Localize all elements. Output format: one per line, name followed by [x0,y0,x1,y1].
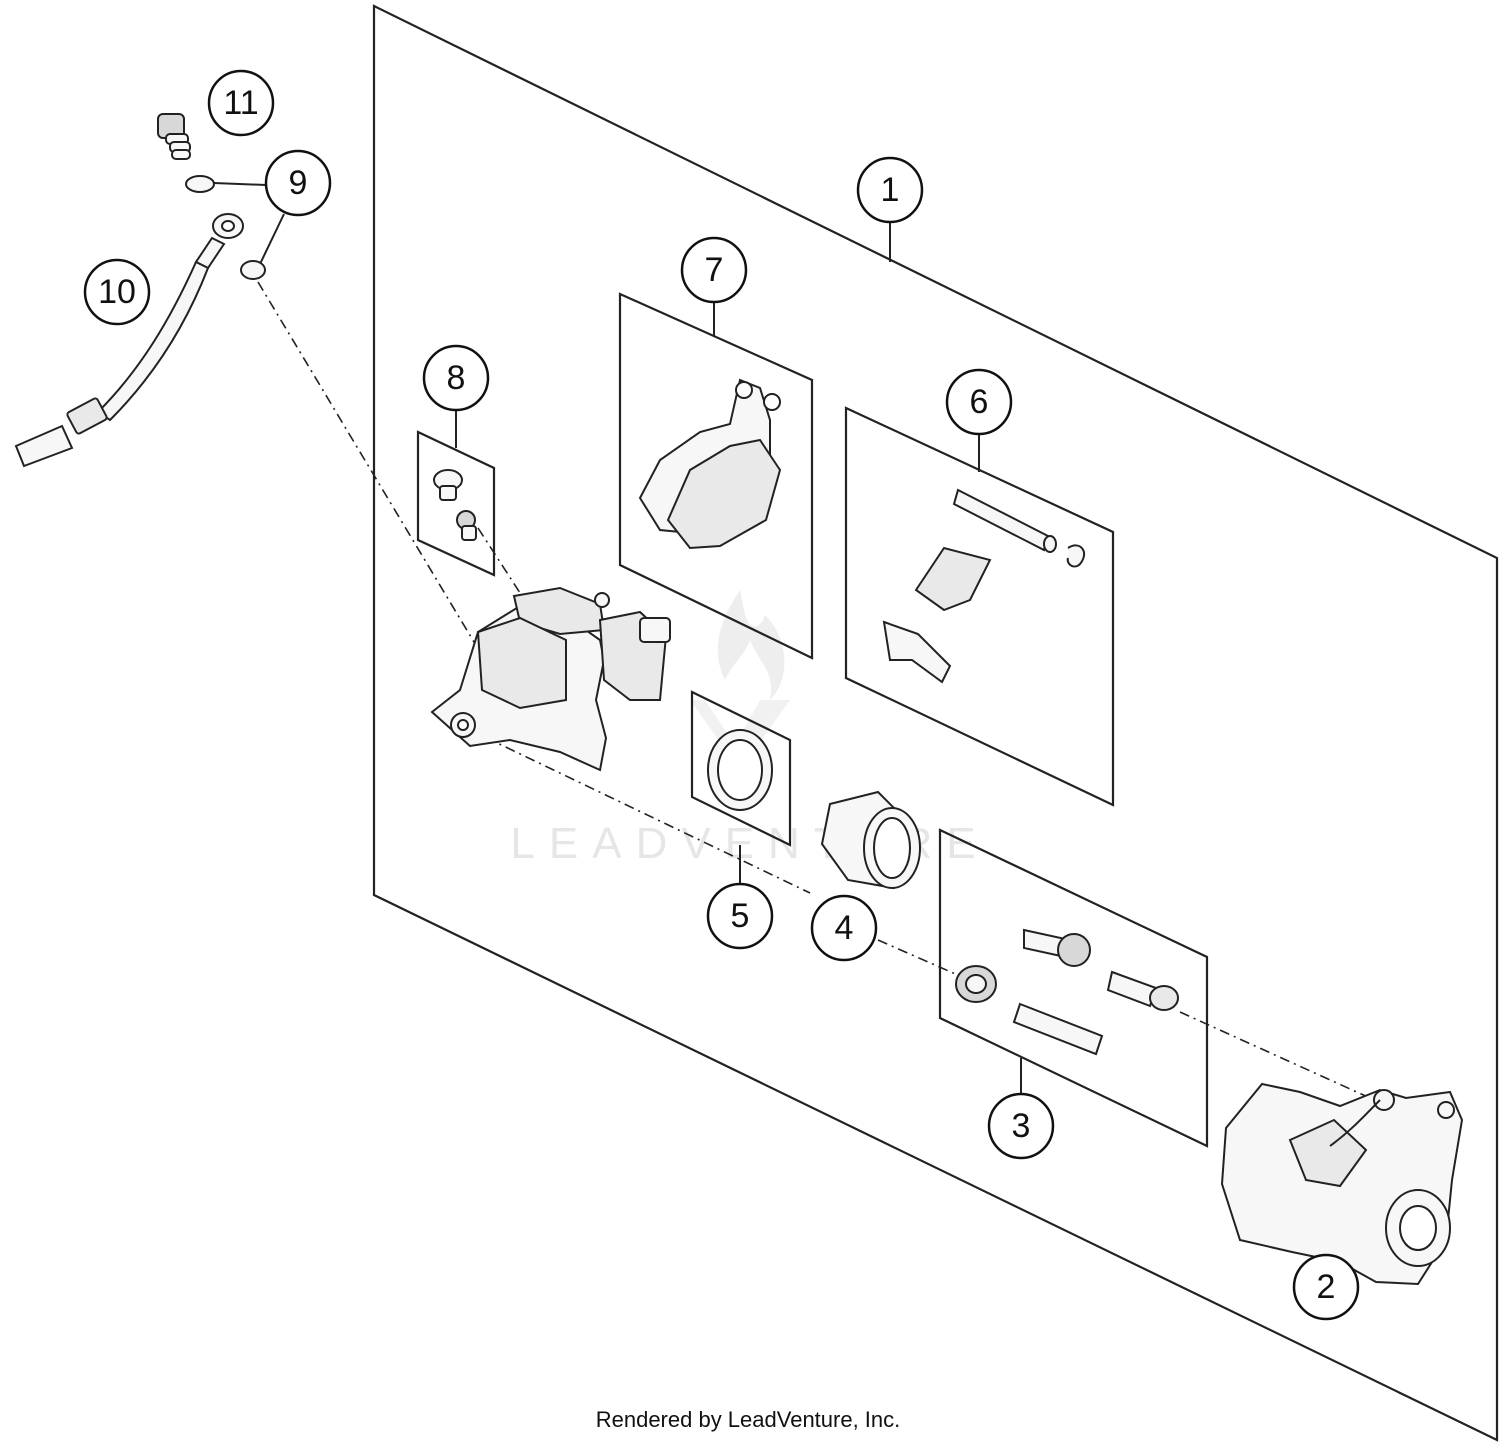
kit-panel-6 [844,406,1115,807]
assembly-dash-lines [257,281,1371,1099]
callout-7: 7 [680,236,748,304]
bleed-screw-part [157,113,191,160]
pin-spring-kit-part [882,488,1086,684]
kit-panel-8 [416,430,496,577]
assembly-panel [372,4,1499,1442]
brake-line-part [14,213,244,468]
callout-8: 8 [422,344,490,412]
callout-7-label: 7 [705,251,724,289]
leader-lines [213,182,1022,1094]
callout-4-label: 4 [835,909,854,947]
callout-3: 3 [987,1092,1055,1160]
callout-8-label: 8 [447,359,466,397]
bleeder-kit-part [433,469,477,541]
callout-3-label: 3 [1012,1107,1031,1145]
kit-panel-7 [618,292,814,660]
seal-rings-part [185,175,266,280]
kit-panel-5 [690,690,792,847]
callout-6: 6 [945,368,1013,436]
kit-panel-3 [938,828,1209,1148]
callout-5-label: 5 [731,897,750,935]
callout-11: 11 [207,69,275,137]
callout-2: 2 [1292,1253,1360,1321]
callout-9: 9 [264,149,332,217]
callout-10: 10 [83,258,151,326]
slide-pin-kit-part [955,928,1179,1056]
callout-10-label: 10 [98,273,136,311]
callout-5: 5 [706,882,774,950]
piston-part [820,790,921,890]
caliper-bracket-part [1220,1082,1464,1286]
brake-pads-part [638,378,782,550]
callout-1: 1 [856,156,924,224]
piston-seal-part [707,729,773,811]
brake-caliper-part [430,586,671,772]
callout-11-label: 11 [223,84,258,122]
callout-2-label: 2 [1317,1268,1336,1306]
render-credit: Rendered by LeadVenture, Inc. [596,1407,901,1432]
watermark-flame-icon [690,590,790,770]
callout-9-label: 9 [289,164,308,202]
callout-1-label: 1 [881,171,900,209]
callout-4: 4 [810,894,878,962]
callout-6-label: 6 [970,383,989,421]
